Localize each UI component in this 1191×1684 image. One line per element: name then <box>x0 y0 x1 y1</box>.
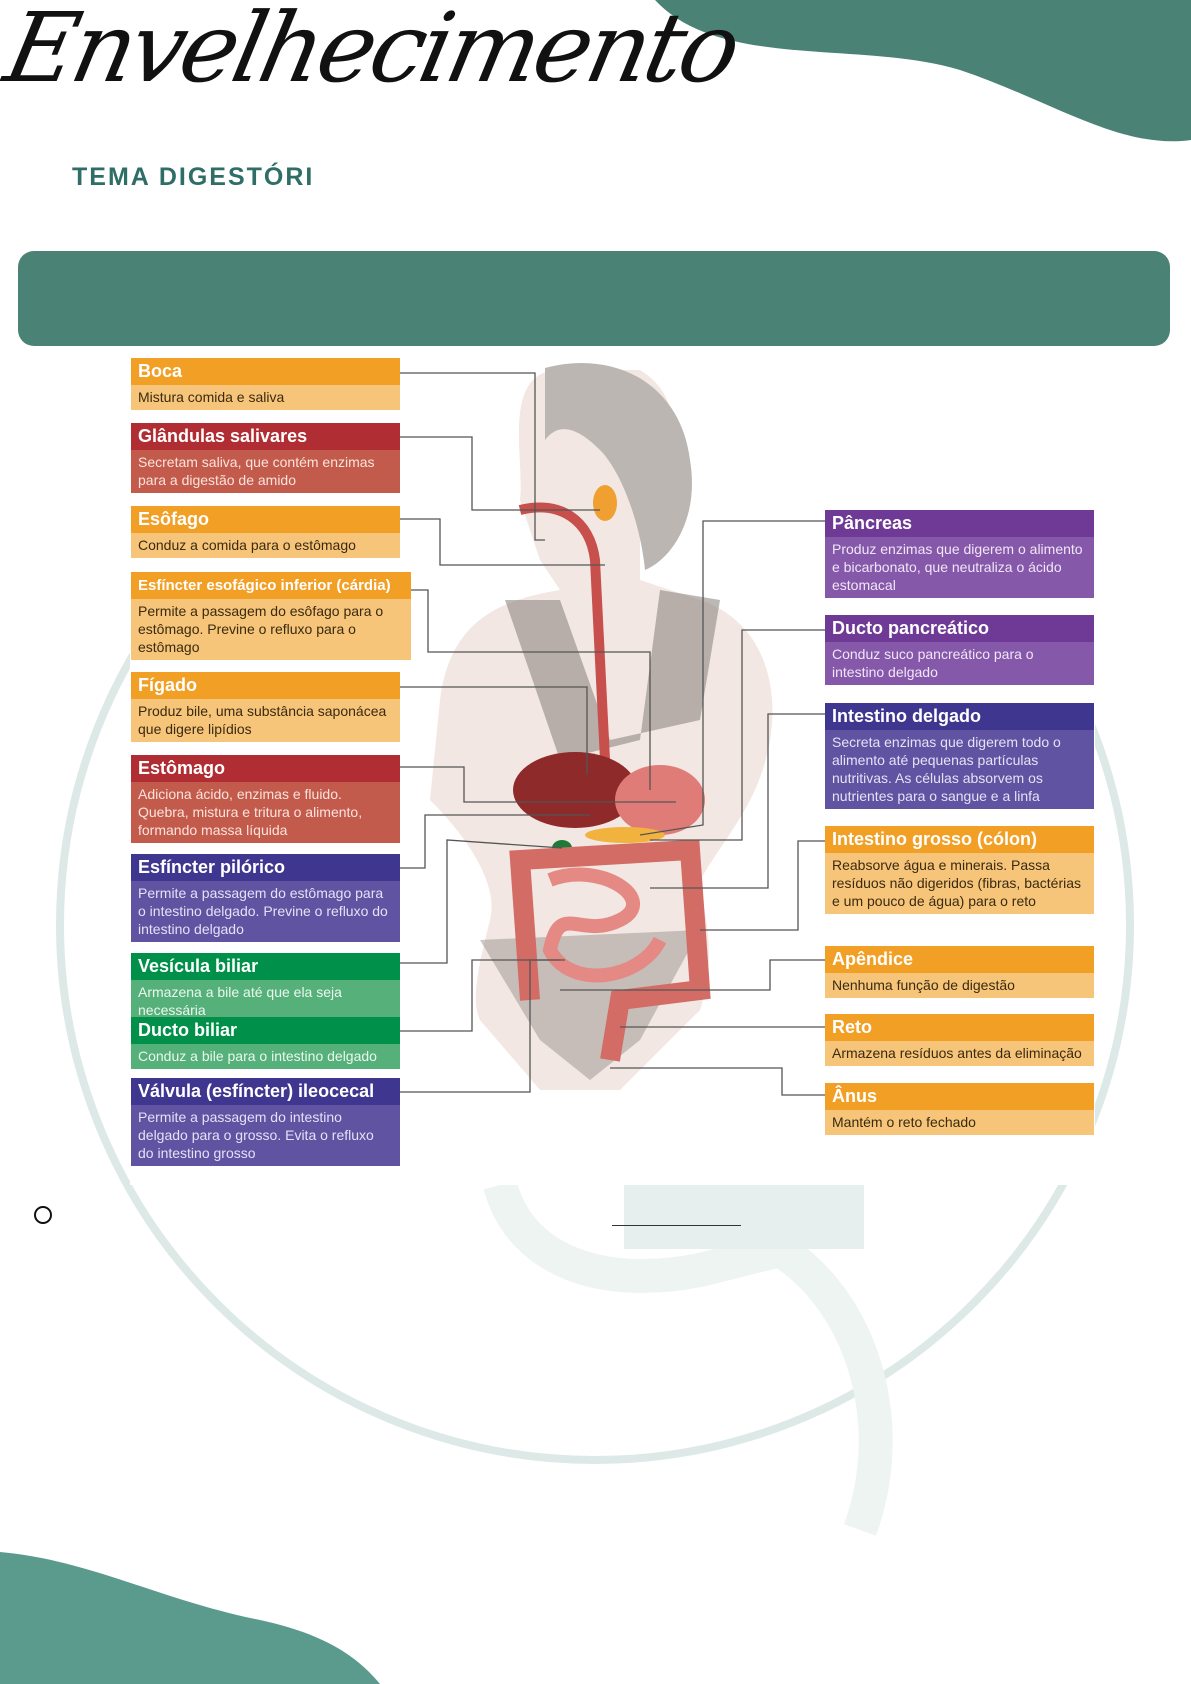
page-subtitle: TEMA DIGESTÓRI <box>72 163 315 191</box>
label-title: Esfíncter esofágico inferior (cárdia) <box>131 572 411 599</box>
label-description: Conduz a bile para o intestino delgado <box>131 1044 400 1069</box>
label-title: Vesícula biliar <box>131 953 400 980</box>
stomach <box>615 765 705 835</box>
label-description: Permite a passagem do intestino delgado … <box>131 1105 400 1166</box>
label-description: Armazena resíduos antes da eliminação <box>825 1041 1094 1066</box>
label-description: Produz bile, uma substância saponácea qu… <box>131 699 400 742</box>
label-title: Glândulas salivares <box>131 423 400 450</box>
watermark-logo <box>483 1179 893 1536</box>
label-title: Reto <box>825 1014 1094 1041</box>
label-description: Produz enzimas que digerem o alimento e … <box>825 537 1094 598</box>
label-description: Reabsorve água e minerais. Passa resíduo… <box>825 853 1094 914</box>
bottom-left-blob <box>0 1552 380 1684</box>
label-title: Ânus <box>825 1083 1094 1110</box>
label-box-left: Esfíncter esofágico inferior (cárdia)Per… <box>131 572 411 660</box>
label-description: Conduz suco pancreático para o intestino… <box>825 642 1094 685</box>
liver <box>513 752 637 828</box>
label-title: Esôfago <box>131 506 400 533</box>
label-description: Armazena a bile até que ela seja necessá… <box>131 980 400 1023</box>
leader-lines <box>400 372 825 1096</box>
label-description: Permite a passagem do estômago para o in… <box>131 881 400 942</box>
label-title: Ducto biliar <box>131 1017 400 1044</box>
divider-line <box>612 1225 741 1226</box>
top-right-blob <box>655 0 1191 142</box>
label-title: Válvula (esfíncter) ileocecal <box>131 1078 400 1105</box>
bullet-icon <box>34 1206 52 1224</box>
label-description: Adiciona ácido, enzimas e fluido. Quebra… <box>131 782 400 843</box>
label-title: Boca <box>131 358 400 385</box>
small-intestine <box>542 867 667 983</box>
label-description: Mistura comida e saliva <box>131 385 400 410</box>
label-description: Permite a passagem do esôfago para o est… <box>131 599 411 660</box>
label-description: Secreta enzimas que digerem todo o alime… <box>825 730 1094 809</box>
bra <box>505 590 720 760</box>
hair <box>545 362 692 570</box>
section-banner <box>18 251 1170 346</box>
label-description: Secretam saliva, que contém enzimas para… <box>131 450 400 493</box>
label-title: Pâncreas <box>825 510 1094 537</box>
label-title: Intestino delgado <box>825 703 1094 730</box>
pancreas <box>585 827 665 843</box>
label-description: Conduz a comida para o estômago <box>131 533 400 558</box>
label-title: Apêndice <box>825 946 1094 973</box>
salivary-gland <box>593 485 617 521</box>
label-title: Esfíncter pilórico <box>131 854 400 881</box>
label-title: Ducto pancreático <box>825 615 1094 642</box>
label-box-right: Intestino grosso (cólon)Reabsorve água e… <box>825 826 1094 914</box>
large-intestine <box>509 839 711 1062</box>
label-description: Mantém o reto fechado <box>825 1110 1094 1135</box>
esophagus <box>518 502 610 761</box>
label-description: Nenhuma função de digestão <box>825 973 1094 998</box>
label-title: Intestino grosso (cólon) <box>825 826 1094 853</box>
label-title: Estômago <box>131 755 400 782</box>
label-title: Fígado <box>131 672 400 699</box>
